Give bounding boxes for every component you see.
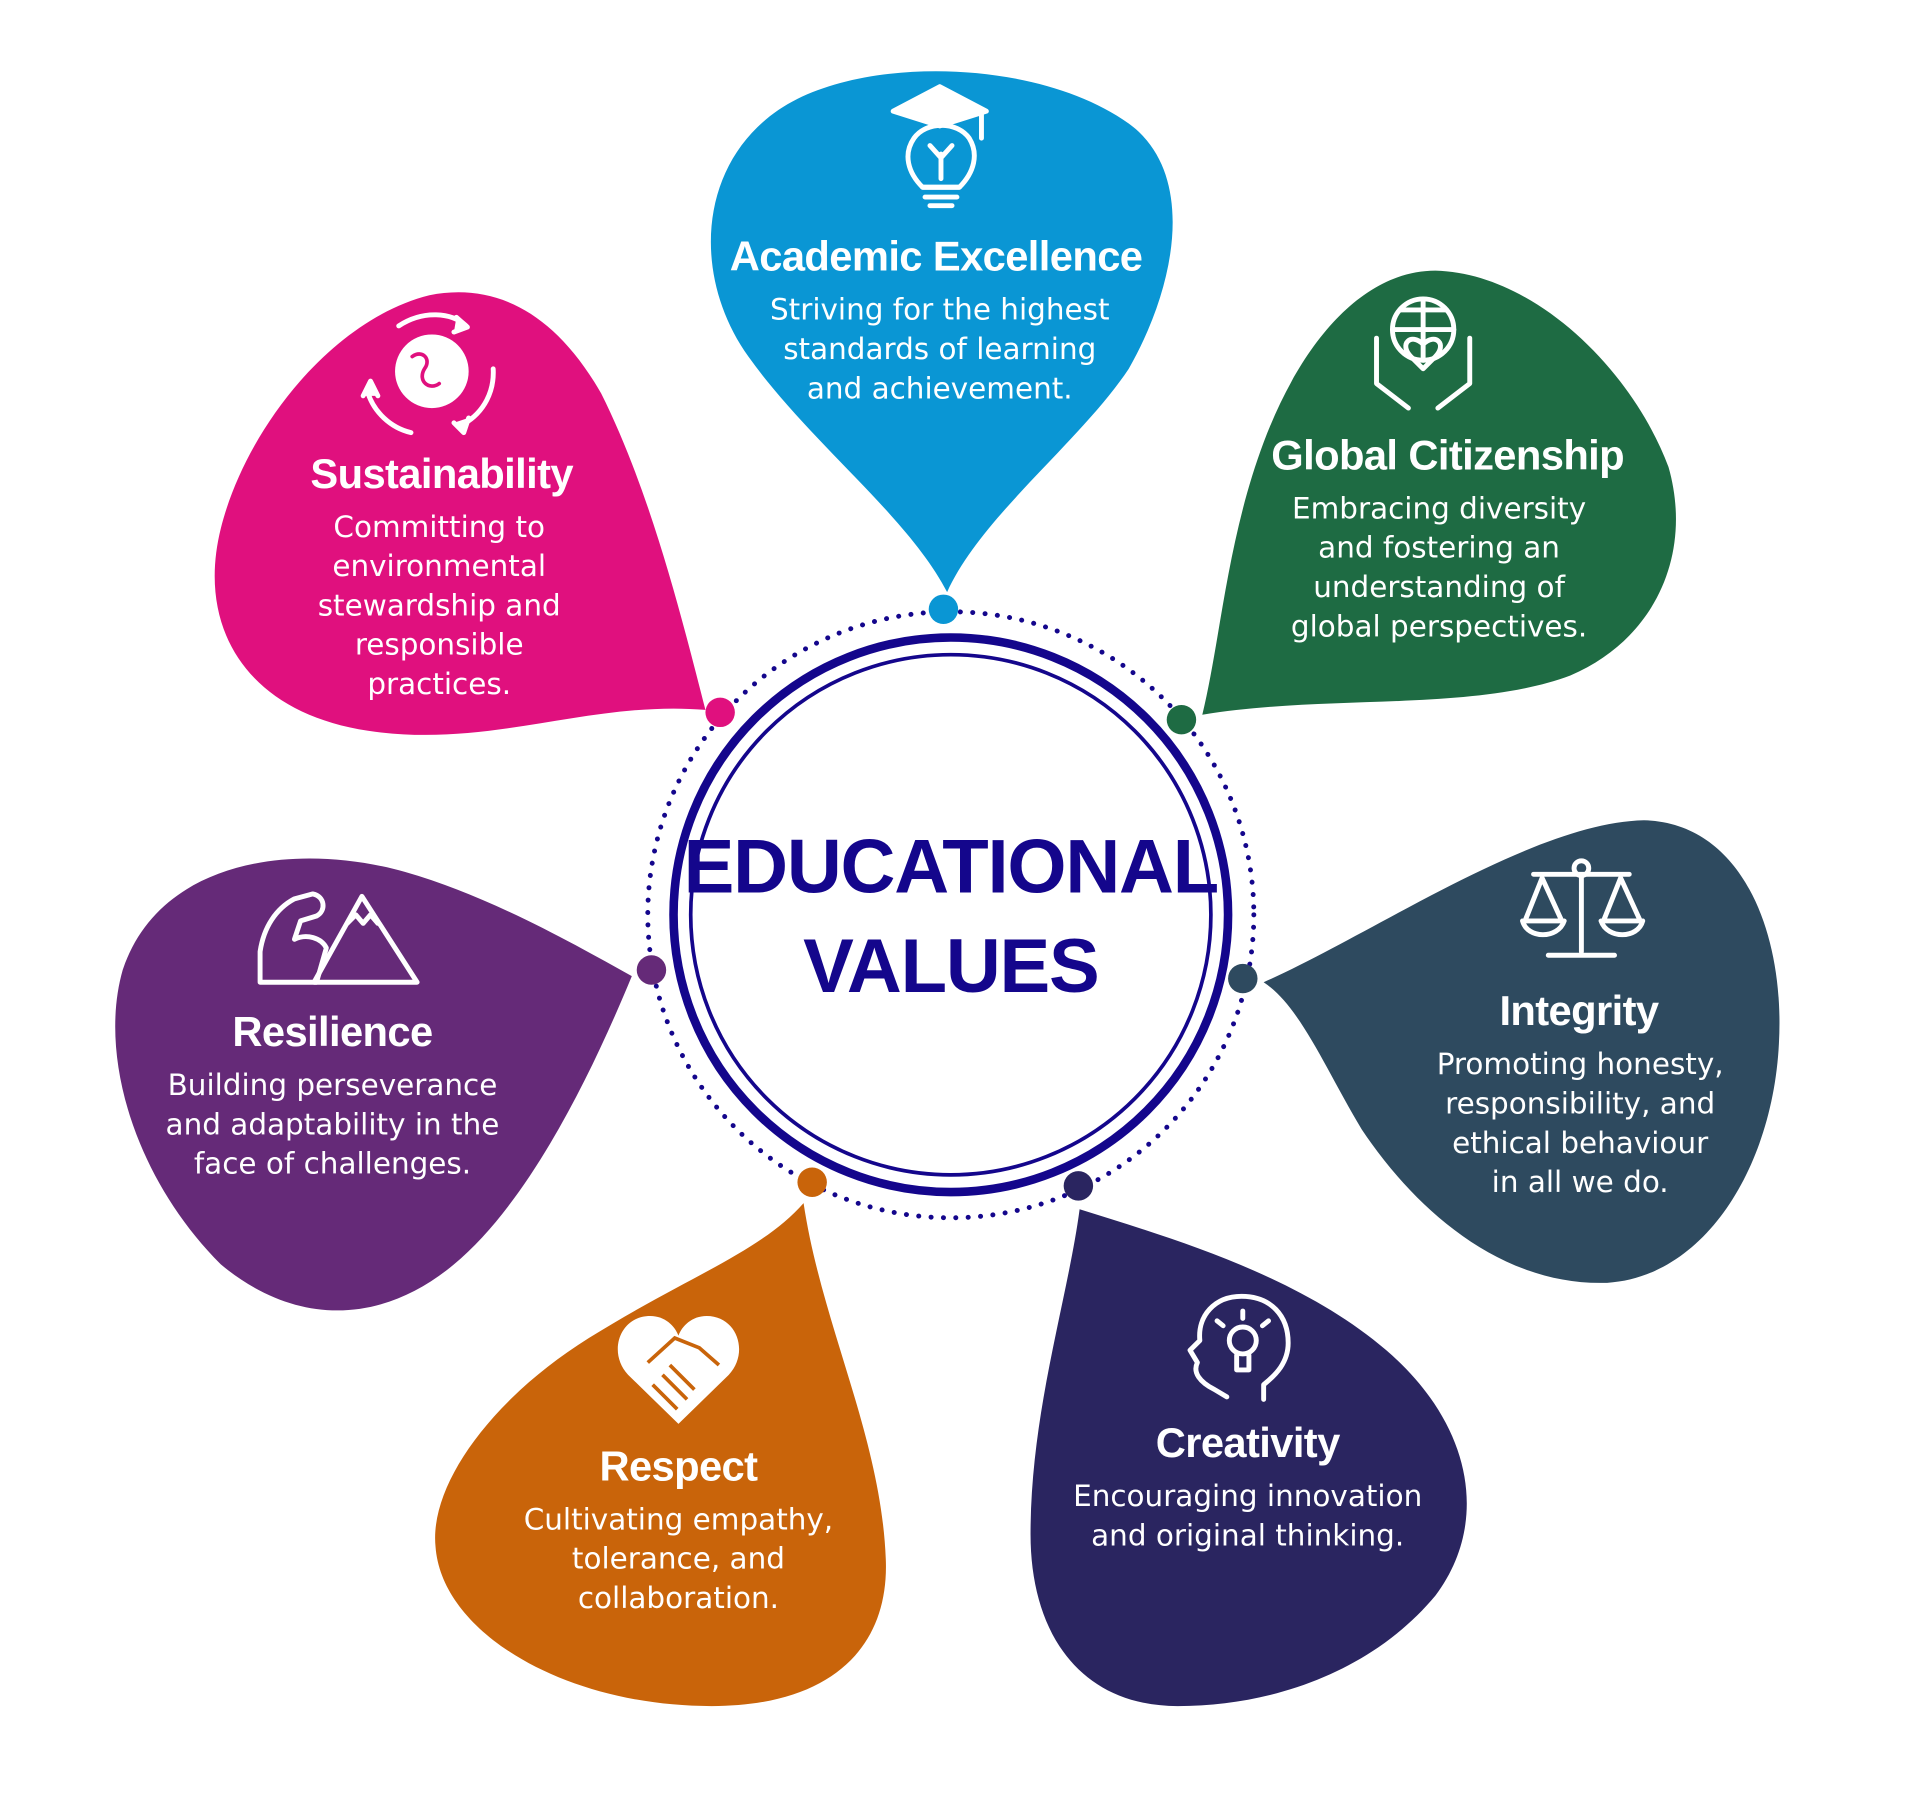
value-title: Respect [599,1442,758,1489]
connector-dot [797,1167,827,1197]
value-description-line: responsibility, and [1445,1087,1715,1121]
connector-dot [636,955,667,985]
petal-global-citizenship: Global Citizenship Embracing diversity a… [1166,270,1676,735]
recycle-globe-icon [360,312,496,436]
outer-ring [669,633,1233,1197]
value-description-line: Cultivating empathy, [524,1502,833,1536]
value-title: Resilience [232,1008,432,1055]
connector-dot [1166,704,1197,735]
muscle-mountain-icon [257,891,420,985]
petal-academic-excellence: Academic Excellence Striving for the hig… [710,71,1173,625]
petal-respect: Respect Cultivating empathy, tolerance, … [435,1167,886,1707]
value-description-line: Building perseverance [168,1068,498,1102]
value-description-line: responsible [355,628,524,662]
value-title: Academic Excellence [730,233,1143,280]
value-description-line: Encouraging innovation [1073,1479,1422,1513]
value-description-line: Embracing diversity [1292,492,1586,526]
inner-ring [688,652,1213,1177]
value-description-line: Striving for the highest [770,293,1109,327]
value-description-line: and original thinking. [1091,1518,1404,1552]
value-description-line: Promoting honesty, [1437,1047,1724,1081]
value-description-line: in all we do. [1492,1165,1669,1199]
value-description-line: ethical behaviour [1452,1126,1709,1160]
center-title-line1: EDUCATIONAL [684,825,1218,910]
value-description-line: and achievement. [807,371,1073,405]
graduation-lightbulb-icon [890,84,989,209]
connector-dot [928,594,959,625]
value-description-line: collaboration. [578,1581,779,1615]
value-description-line: face of challenges. [194,1147,471,1181]
connector-dot [705,697,735,728]
petal-creativity: Creativity Encouraging innovation and or… [1030,1171,1467,1707]
value-description-line: practices. [367,667,511,701]
value-description-line: and adaptability in the [166,1107,500,1141]
value-description-line: understanding of [1313,570,1565,604]
value-description-line: standards of learning [783,332,1096,366]
connector-dot [1228,963,1258,994]
value-title: Global Citizenship [1271,431,1624,478]
value-description-line: global perspectives. [1291,609,1587,643]
value-title: Sustainability [310,450,573,497]
scales-icon [1520,858,1646,958]
value-title: Integrity [1499,987,1658,1034]
center-title-line2: VALUES [803,924,1098,1009]
globe-hands-heart-icon [1374,296,1473,411]
value-description-line: Committing to [333,510,545,544]
value-description-line: stewardship and [318,588,561,622]
petal-sustainability: Sustainability Committing to environment… [214,292,735,735]
value-description-line: and fostering an [1318,531,1560,565]
value-description-line: environmental [332,549,546,583]
value-description-line: tolerance, and [572,1542,785,1576]
petal-resilience: Resilience Building perseverance and ada… [115,858,667,1311]
heart-handshake-icon [617,1315,740,1424]
petal-integrity: Integrity Promoting honesty, responsibil… [1228,820,1780,1283]
head-lightbulb-icon [1187,1293,1291,1402]
value-title: Creativity [1156,1419,1340,1466]
connector-dot [1063,1171,1094,1201]
